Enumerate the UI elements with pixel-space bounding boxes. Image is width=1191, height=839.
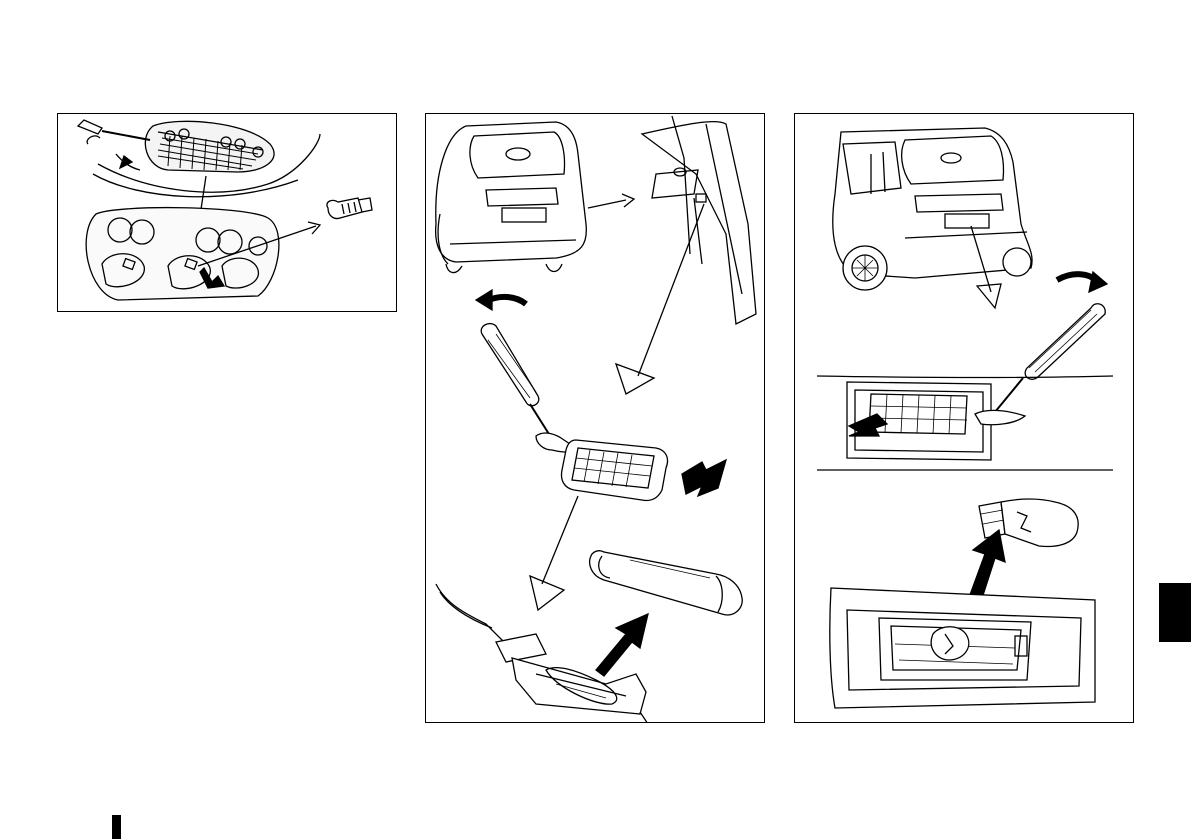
figure-map-lamp (57, 113, 397, 312)
festoon-bulb-icon (590, 551, 743, 615)
page-edge-mark (112, 815, 121, 839)
lamp-lens (562, 440, 668, 501)
wedge-bulb-icon (327, 198, 372, 219)
screwdriver-icon (995, 304, 1105, 412)
luggage-light-illustration (426, 114, 765, 723)
screwdriver-icon (481, 324, 554, 442)
map-lamp-illustration (58, 114, 397, 312)
figure-luggage-room-light (425, 113, 765, 723)
plate-light-illustration (795, 114, 1134, 723)
figure-licence-plate-light (794, 113, 1134, 723)
section-tab (1159, 583, 1191, 642)
